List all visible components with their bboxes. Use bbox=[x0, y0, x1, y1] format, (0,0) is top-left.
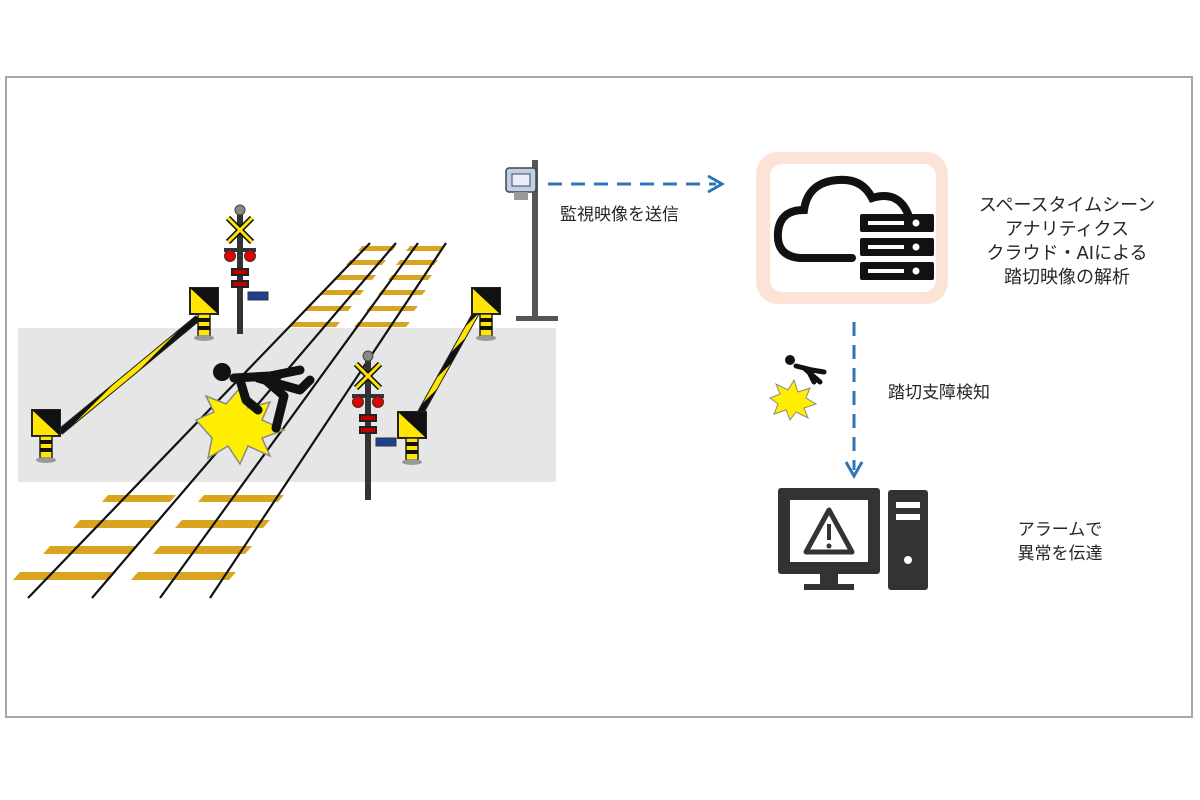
pc-tower-icon bbox=[888, 490, 928, 590]
arrow-video-send bbox=[548, 174, 726, 194]
cloud-label-line: スペースタイムシーン bbox=[978, 195, 1156, 216]
alarm-label-line: アラームで bbox=[1017, 520, 1103, 540]
fallen-person-small-icon bbox=[768, 355, 827, 422]
cloud-analysis-label: スペースタイムシーン アナリティクス クラウド・AIによる 踏切映像の解析 bbox=[952, 194, 1182, 290]
road-band bbox=[18, 328, 556, 482]
arrow-detection bbox=[844, 322, 864, 480]
rails bbox=[27, 242, 447, 599]
diagram-frame bbox=[5, 76, 1193, 718]
cloud-label-line: クラウド・AIによる bbox=[986, 243, 1148, 264]
monitor-warning-icon bbox=[778, 488, 880, 590]
crossing-signal-left bbox=[224, 205, 268, 334]
left-barrier bbox=[31, 287, 219, 464]
right-barrier bbox=[397, 287, 501, 466]
video-send-label: 監視映像を送信 bbox=[560, 205, 679, 225]
cloud-label-line: アナリティクス bbox=[1004, 219, 1130, 240]
alarm-label-line: 異常を伝達 bbox=[1017, 544, 1103, 564]
fallen-person-icon bbox=[194, 363, 315, 466]
detection-label: 踏切支障検知 bbox=[888, 383, 990, 403]
cloud-label-line: 踏切映像の解析 bbox=[1004, 267, 1130, 288]
alarm-label: アラームで 異常を伝達 bbox=[990, 518, 1130, 566]
cloud-server-icon bbox=[756, 152, 948, 304]
camera-icon bbox=[505, 160, 558, 321]
